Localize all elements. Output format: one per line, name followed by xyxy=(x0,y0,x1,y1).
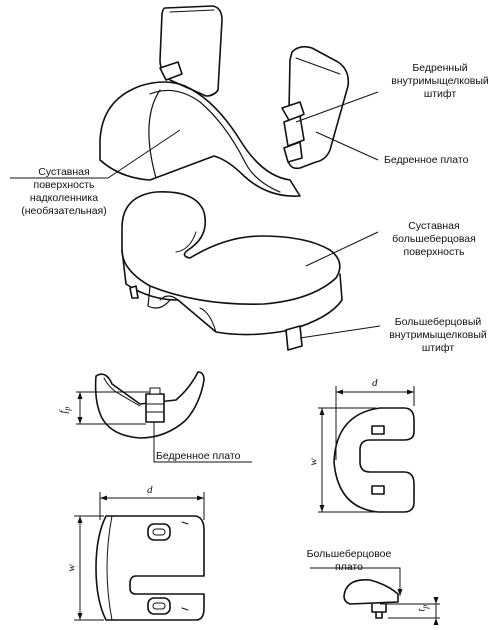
label-patellar-surface: Суставная поверхность надколенника (необ… xyxy=(21,166,107,217)
dim-femoral-width: w xyxy=(65,564,78,572)
dim-tibial-plateau-height: tp xyxy=(415,604,430,612)
dim-tibial-depth: d xyxy=(372,377,378,389)
label-tibial-pin: Большеберцовый внутримыщелковый штифт xyxy=(389,316,487,354)
tibial-top-view xyxy=(333,407,415,513)
leader-femoral-plateau-detail xyxy=(153,422,252,463)
leader-tibial-pin xyxy=(299,325,381,339)
femoral-top-view xyxy=(95,515,205,621)
leader-tibial-surface xyxy=(305,231,379,267)
leader-patellar-surface xyxy=(10,129,181,179)
leader-femoral-pin xyxy=(295,91,379,123)
label-femoral-pin: Бедренный внутримыщелковый штифт xyxy=(391,62,489,100)
leader-tibial-plateau xyxy=(310,567,401,596)
label-femoral-plateau: Бедренное плато xyxy=(384,154,469,166)
leader-femoral-plateau xyxy=(315,131,379,161)
label-tibial-plateau: Большеберцовое плато xyxy=(306,548,392,573)
tibial-plateau-side xyxy=(343,579,399,619)
tibial-component xyxy=(121,191,343,351)
dim-tibial-width: w xyxy=(307,458,320,466)
femoral-plateau-detail xyxy=(94,371,205,439)
label-femoral-plateau-detail: Бедренное плато xyxy=(156,450,241,462)
dim-femoral-plateau-height: fp xyxy=(57,406,72,414)
label-tibial-surface: Суставная большеберцовая поверхность xyxy=(392,220,476,258)
femoral-component xyxy=(99,5,350,197)
dim-femoral-depth: d xyxy=(147,484,153,496)
